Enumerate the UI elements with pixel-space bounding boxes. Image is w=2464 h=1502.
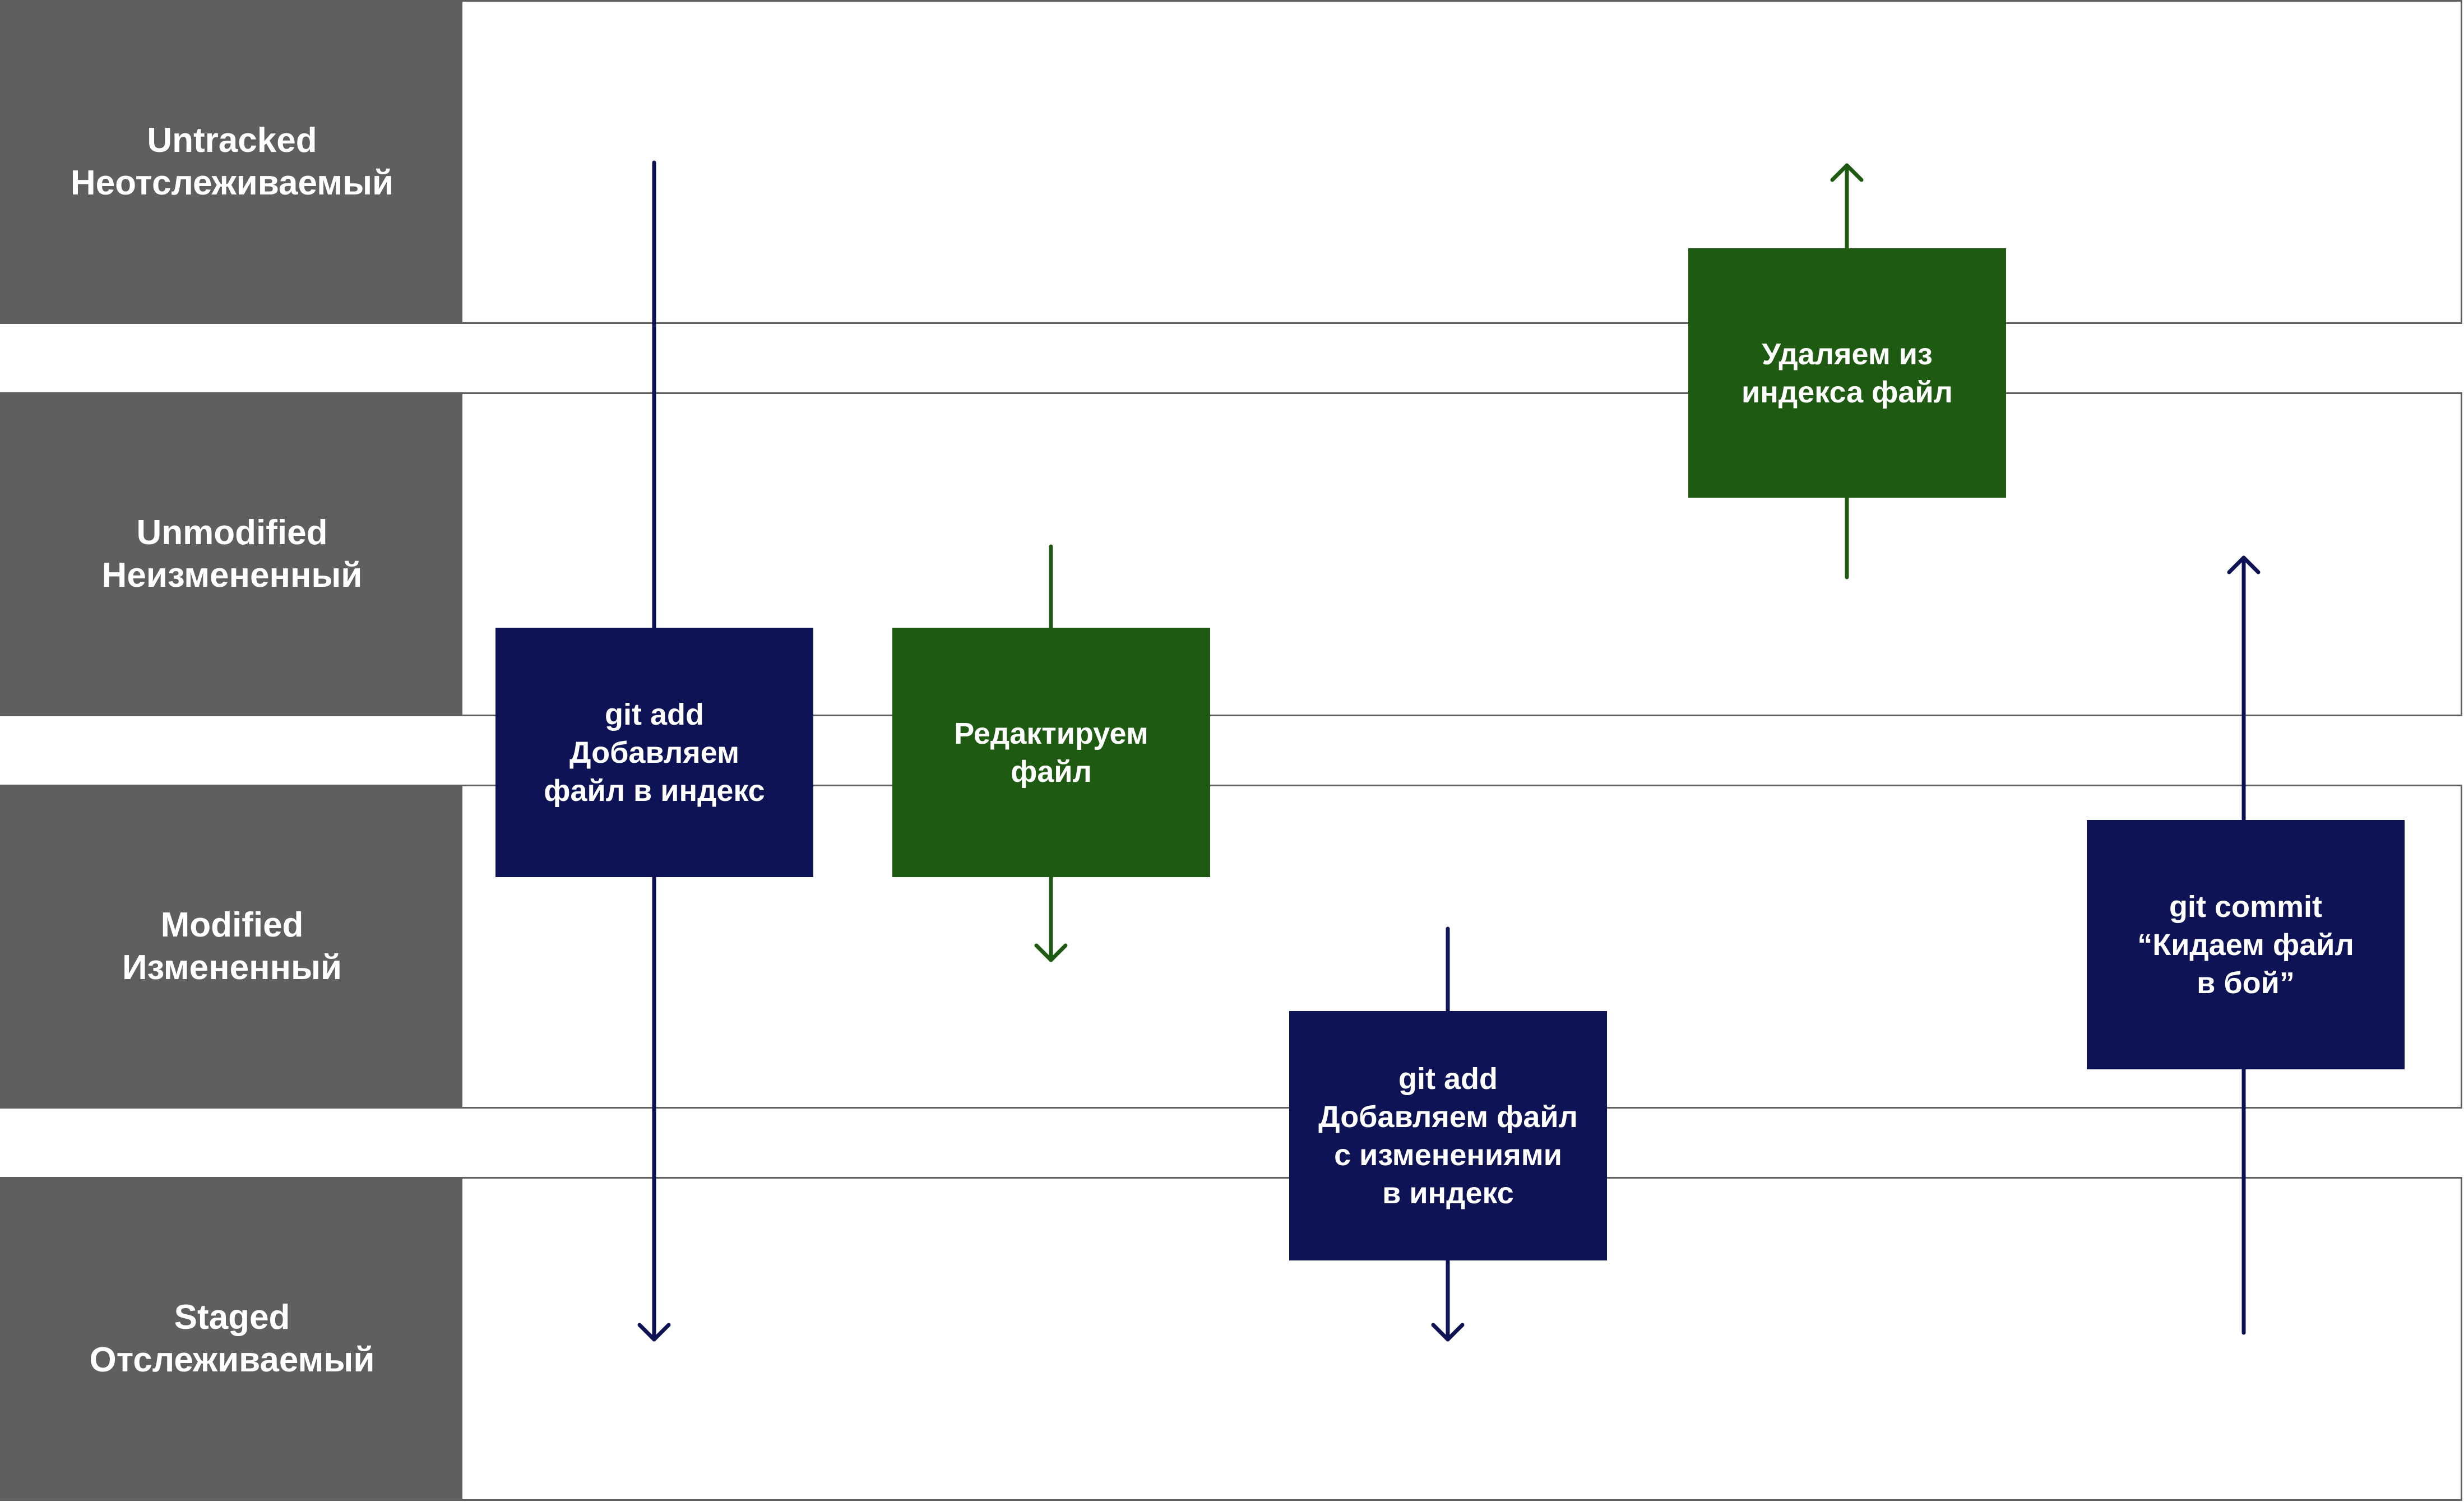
lane-label-unmodified: Unmodified Неизмененный: [2, 394, 462, 715]
action-box-remove-from-index: Удаляем из индекса файл: [1688, 248, 2006, 498]
lane-label-modified: Modified Измененный: [2, 786, 462, 1107]
lane-name-ru: Отслеживаемый: [89, 1341, 375, 1379]
lane-label-untracked: Untracked Неотслеживаемый: [2, 2, 462, 322]
lane-unmodified: Unmodified Неизмененный: [0, 392, 2462, 716]
lane-label-staged: Staged Отслеживаемый: [2, 1179, 462, 1499]
action-line: git add: [605, 697, 704, 731]
action-line: Добавляем: [569, 735, 740, 769]
lane-untracked: Untracked Неотслеживаемый: [0, 0, 2462, 324]
lane-name-en: Untracked: [147, 121, 317, 160]
action-box-git-commit: git commit “Кидаем файл в бой”: [2087, 820, 2405, 1069]
action-line: файл в индекс: [544, 773, 765, 808]
lane-name-ru: Неотслеживаемый: [70, 164, 394, 202]
action-box-git-add-modified: git add Добавляем файл с изменениями в и…: [1289, 1011, 1607, 1260]
action-box-git-add-new-file: git add Добавляем файл в индекс: [495, 628, 813, 877]
action-line: git add: [1398, 1061, 1498, 1096]
action-line: git commit: [2169, 889, 2322, 924]
action-line: Удаляем из: [1762, 337, 1933, 371]
action-line: в бой”: [2197, 966, 2295, 1000]
action-line: в индекс: [1382, 1176, 1514, 1210]
action-line: файл: [1011, 754, 1092, 789]
action-line: Редактируем: [954, 716, 1148, 750]
lane-name-ru: Неизмененный: [101, 556, 363, 595]
action-line: с изменениями: [1334, 1138, 1562, 1172]
lane-staged: Staged Отслеживаемый: [0, 1177, 2462, 1501]
action-line: Добавляем файл: [1318, 1100, 1578, 1134]
lane-name-en: Staged: [174, 1298, 290, 1337]
lane-name-en: Modified: [160, 906, 304, 944]
action-box-edit-file: Редактируем файл: [892, 628, 1210, 877]
lane-name-ru: Измененный: [122, 948, 342, 987]
action-line: индекса файл: [1742, 375, 1953, 409]
lane-name-en: Unmodified: [136, 513, 328, 552]
lane-modified: Modified Измененный: [0, 785, 2462, 1109]
action-line: “Кидаем файл: [2137, 928, 2354, 962]
